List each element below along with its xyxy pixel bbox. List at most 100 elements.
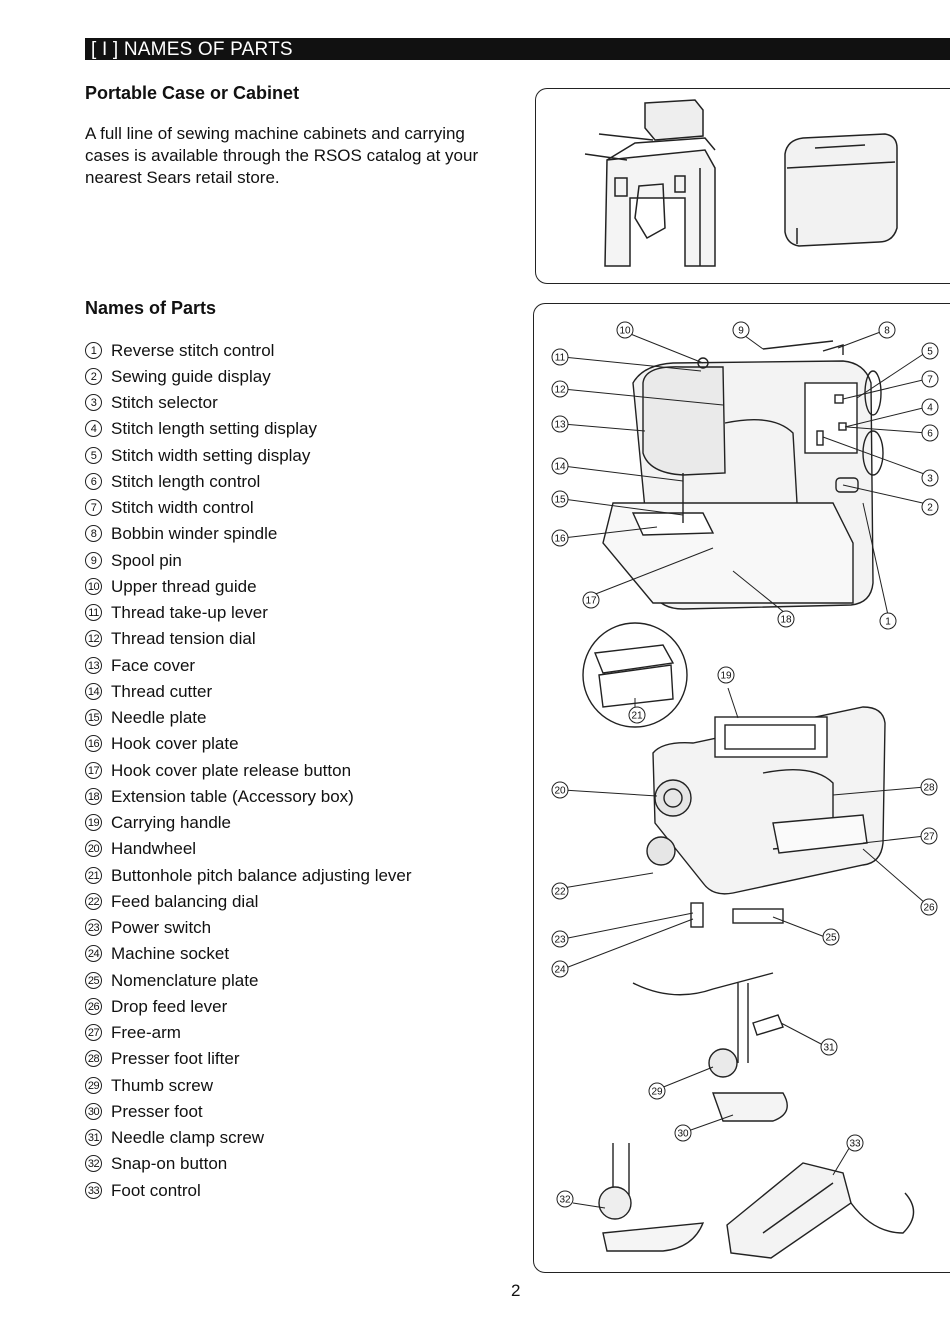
part-number-badge: 30: [85, 1102, 102, 1120]
case-body-line: nearest Sears retail store.: [85, 168, 280, 187]
callout-marker-circle: [674, 1124, 692, 1142]
part-number-badge: 26: [85, 997, 102, 1015]
part-number-badge: 14: [85, 682, 102, 700]
part-name-label: Power switch: [111, 918, 212, 938]
callout-marker-circle: [822, 928, 840, 946]
part-name-label: Face cover: [111, 655, 196, 675]
part-name-label: Bobbin winder spindle: [111, 524, 278, 544]
part-list-item: 8 Bobbin winder spindle: [85, 521, 412, 547]
part-name-label: Foot control: [111, 1180, 201, 1200]
part-list-item: 33 Foot control: [85, 1177, 412, 1203]
part-number-badge: 22: [85, 892, 102, 910]
part-number-badge: 12: [85, 630, 102, 648]
callout-marker-circle: [648, 1082, 666, 1100]
callout-number: 6: [927, 429, 933, 440]
callout-number: 10: [619, 326, 631, 337]
part-name-label: Stitch selector: [111, 393, 218, 413]
part-name-label: Thumb screw: [111, 1075, 214, 1095]
part-name-label: Reverse stitch control: [111, 340, 275, 360]
machine-illustration-frame: [533, 303, 950, 1273]
cabinet-and-case-illustration: [584, 99, 898, 267]
part-list-item: 28 Presser foot lifter: [85, 1046, 412, 1072]
part-list-item: 26 Drop feed lever: [85, 993, 412, 1019]
part-name-label: Snap-on button: [111, 1154, 228, 1174]
part-number-badge: 9: [85, 551, 102, 569]
callout-marker-circle: [582, 591, 600, 609]
callout-marker-circle: [732, 321, 750, 339]
callout-number: 13: [554, 420, 566, 431]
callout-number: 8: [884, 326, 890, 337]
part-number-badge: 1: [85, 341, 102, 359]
part-number-badge: 8: [85, 525, 102, 543]
part-name-label: Stitch length setting display: [111, 419, 318, 439]
part-name-label: Spool pin: [111, 550, 182, 570]
callout-marker-circle: [920, 778, 938, 796]
case-section-body: A full line of sewing machine cabinets a…: [85, 123, 515, 189]
part-number-badge: 5: [85, 446, 102, 464]
callout-number: 17: [585, 596, 597, 607]
callout-number: 7: [927, 375, 933, 386]
case-body-line: cases is available through the RSOS cata…: [85, 146, 479, 165]
callout-number: 4: [927, 403, 933, 414]
callout-number: 2: [927, 503, 933, 514]
part-name-label: Thread cutter: [111, 681, 213, 701]
part-name-label: Presser foot lifter: [111, 1049, 240, 1069]
part-list-item: 9 Spool pin: [85, 547, 412, 573]
part-name-label: Free-arm: [111, 1023, 181, 1043]
part-name-label: Presser foot: [111, 1101, 203, 1121]
callout-marker-circle: [551, 930, 569, 948]
part-list-item: 5 Stitch width setting display: [85, 442, 412, 468]
section-header-bar: [ I ] NAMES OF PARTS: [85, 38, 950, 60]
callout-marker-circle: [551, 882, 569, 900]
part-number-badge: 16: [85, 735, 102, 753]
part-name-label: Hook cover plate release button: [111, 760, 352, 780]
callout-number: 1: [885, 617, 891, 628]
callout-marker-circle: [921, 469, 939, 487]
callout-number: 9: [738, 326, 744, 337]
part-number-badge: 18: [85, 787, 102, 805]
callout-marker-circle: [921, 398, 939, 416]
part-number-badge: 32: [85, 1155, 102, 1173]
part-name-label: Carrying handle: [111, 813, 232, 833]
part-name-label: Stitch width setting display: [111, 445, 311, 465]
callout-marker-circle: [879, 612, 897, 630]
callout-number: 3: [927, 474, 933, 485]
part-name-label: Nomenclature plate: [111, 970, 259, 990]
callout-number: 31: [823, 1043, 835, 1054]
callout-marker-circle: [920, 898, 938, 916]
callout-number: 29: [651, 1087, 663, 1098]
parts-section-title: Names of Parts: [85, 298, 217, 318]
part-number-badge: 3: [85, 394, 102, 412]
part-number-badge: 19: [85, 814, 102, 832]
part-number-badge: 17: [85, 761, 102, 779]
callout-marker-circle: [878, 321, 896, 339]
part-list-item: 17 Hook cover plate release button: [85, 757, 412, 783]
callout-number: 33: [849, 1139, 861, 1150]
part-number-badge: 27: [85, 1024, 102, 1042]
callout-number: 23: [554, 935, 566, 946]
part-number-badge: 28: [85, 1050, 102, 1068]
callout-marker-circle: [777, 610, 795, 628]
part-list-item: 1 Reverse stitch control: [85, 337, 412, 363]
part-list-item: 19 Carrying handle: [85, 810, 412, 836]
part-number-badge: 24: [85, 945, 102, 963]
part-number-badge: 6: [85, 472, 102, 490]
part-name-label: Drop feed lever: [111, 996, 228, 1016]
part-number-badge: 2: [85, 367, 102, 385]
callout-marker-circle: [846, 1134, 864, 1152]
part-number-badge: 33: [85, 1181, 102, 1199]
